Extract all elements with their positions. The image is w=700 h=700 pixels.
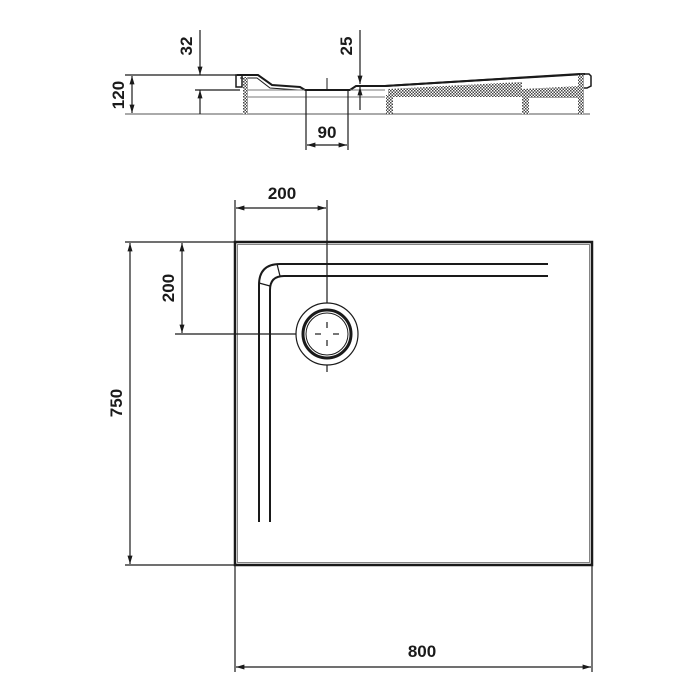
dim-200-horizontal-label: 200 [268, 184, 296, 203]
right-support-leg [522, 95, 529, 114]
left-support-leg [243, 77, 248, 114]
dim-800-label: 800 [408, 642, 436, 661]
dim-25-label: 25 [337, 37, 356, 56]
tray-outline [233, 240, 594, 567]
drain-opening [305, 312, 349, 356]
plan-view [125, 200, 594, 672]
dim-200-vertical-label: 200 [159, 274, 178, 302]
drain-inner-ring [301, 308, 353, 360]
left-rim [235, 74, 243, 88]
mid-support-leg [386, 95, 393, 114]
section-view [125, 30, 592, 150]
end-support-leg [578, 74, 584, 114]
dim-120-label: 120 [109, 81, 128, 109]
dim-90-label: 90 [318, 123, 337, 142]
tray-inner-profile [240, 77, 299, 91]
channel-inner-line [269, 275, 548, 522]
drain-outer-ring [295, 302, 359, 366]
right-hatched-body [388, 89, 522, 97]
dim-750-label: 750 [107, 389, 126, 417]
dim-32-label: 32 [177, 37, 196, 56]
channel-outer-line [258, 263, 548, 522]
right-rim [580, 73, 592, 89]
